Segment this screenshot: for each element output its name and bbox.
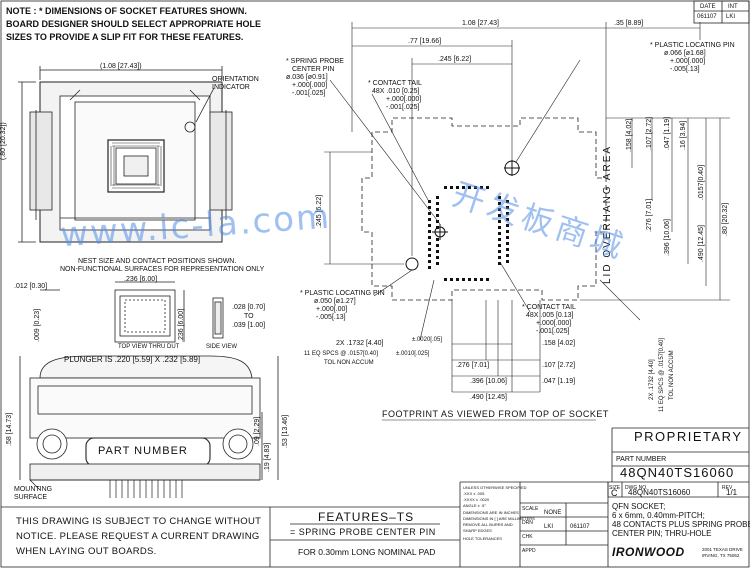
rev-date: 061107 [697,14,717,20]
fp-dim-108: 1.08 [27.43] [462,20,499,27]
dim-58: .58 [14.73] [6,412,13,446]
change-notice-2: NOTICE. PLEASE REQUEST A CURRENT DRAWING [16,531,260,542]
note-line-1: NOTE : * DIMENSIONS OF SOCKET FEATURES S… [6,6,247,16]
scale-value: NONE [544,510,562,516]
contact-tails [428,186,509,281]
note-line-2: BOARD DESIGNER SHOULD SELECT APPROPRIATE… [6,19,262,29]
size-value: C [611,488,618,498]
pad-note: FOR 0.30mm LONG NOMINAL PAD [298,547,436,557]
fp-dim-245-top: .245 [6.22] [438,56,472,63]
features-subtitle: = SPRING PROBE CENTER PIN [290,527,436,537]
chk-label: CHK [522,534,533,540]
top-view-caption-2: NON-FUNCTIONAL SURFACES FOR REPRESENTATI… [60,266,265,273]
footprint-caption: FOOTPRINT AS VIEWED FROM TOP OF SOCKET [382,409,609,419]
top-view-thru-dut-label: TOP VIEW THRU DUT [118,344,180,350]
footprint-outline [361,117,607,301]
contact-hatch [110,142,162,189]
side-view [212,297,224,339]
socket-top-view [29,81,233,243]
part-number-plate: PART NUMBER [98,445,188,457]
sheet-value: 1/1 [726,488,738,497]
orientation-indicator-label: ORIENTATION INDICATOR [212,76,259,91]
proprietary-label: PROPRIETARY [634,429,743,444]
rev-init-header: INT [728,4,738,10]
top-view-width-dim: (1.08 [27.43]) [100,63,142,70]
dwg-label: DWG NO. [625,485,648,491]
company-address-1: 2001 TEXAS DRIVE [702,547,743,552]
footprint-dims [324,22,730,421]
company-logo: IRONWOOD [612,545,685,559]
plunger-size: PLUNGER IS .220 [5.59] X .232 [5.89] [64,355,201,364]
company-address-2: IRVING, TX 75062 [702,553,740,558]
scale-label: SCALE [522,506,539,512]
dim-19: .19 [4.83] [264,442,271,472]
title-block-lines [459,427,749,567]
dwg-value: 48QN40TS16060 [628,488,691,497]
dim-53: .53 [13.46] [282,414,289,448]
top-view-thru-dut [114,289,176,343]
fp-dim-35: .35 [8.89] [614,20,644,27]
part-number-value: 48QN40TS16060 [620,465,735,480]
dim-236-side: .236 [6.00] [178,308,185,342]
change-notice-1: THIS DRAWING IS SUBJECT TO CHANGE WITHOU… [16,516,262,527]
dim-009: .009 [0.23] [34,308,41,342]
drn-value: LKI [544,524,554,530]
footprint-holes [405,160,520,271]
side-view-label: SIDE VIEW [206,344,238,350]
drn-date: 061107 [570,524,590,530]
change-notice-3: WHEN LAYING OUT BOARDS. [16,546,157,557]
dim-236-top: .236 [6.00] [124,276,158,283]
top-view-height-dim: (.80 [20.32]) [0,122,7,160]
part-number-header: PART NUMBER [616,456,667,463]
dim-09: .09 [2.29] [254,416,261,446]
dim-012: .012 [0.30] [14,283,48,290]
appd-label: APPD [522,548,536,554]
dim-039: .039 [1.00] [232,322,266,329]
fp-dim-77: .77 [19.66] [408,38,442,45]
mounting-surface-label-2: SURFACE [14,494,48,501]
rev-init: LKI [726,14,736,20]
socket-front-view [29,355,261,498]
features-title: FEATURES–TS [318,510,415,524]
rev-label: REV [722,485,733,491]
rev-date-header: DATE [700,4,716,10]
dim-028: .028 [0.70] [232,304,266,311]
drn-label: DRN [522,520,533,526]
dim-to: TO [244,313,254,320]
size-label: SIZE [609,485,621,491]
mounting-surface-label-1: MOUNTING [14,486,53,493]
note-line-3: SIZES TO PROVIDE A SLIP FIT FOR THESE FE… [6,32,244,42]
top-view-caption-1: NEST SIZE AND CONTACT POSITIONS SHOWN. [78,258,237,265]
